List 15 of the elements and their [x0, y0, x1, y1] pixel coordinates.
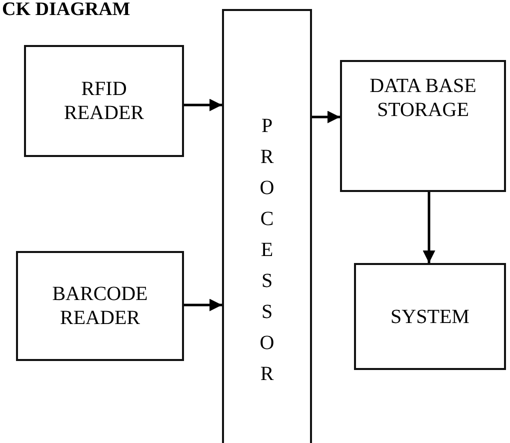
block-label: BARCODE READER	[51, 282, 149, 330]
block-label: SYSTEM	[390, 304, 470, 328]
arrow	[312, 110, 340, 124]
arrow	[422, 192, 436, 263]
diagram-title: CK DIAGRAM	[2, 0, 130, 21]
block-label: RFID READER	[63, 77, 145, 125]
block	[354, 263, 506, 370]
arrow	[184, 98, 222, 112]
processor-block	[222, 9, 312, 443]
block	[24, 45, 184, 157]
block-label: DATA BASE STORAGE	[368, 74, 478, 122]
arrow	[184, 298, 222, 312]
block	[16, 251, 184, 361]
block	[340, 60, 506, 192]
block-label: PROCESSOR	[258, 114, 276, 387]
